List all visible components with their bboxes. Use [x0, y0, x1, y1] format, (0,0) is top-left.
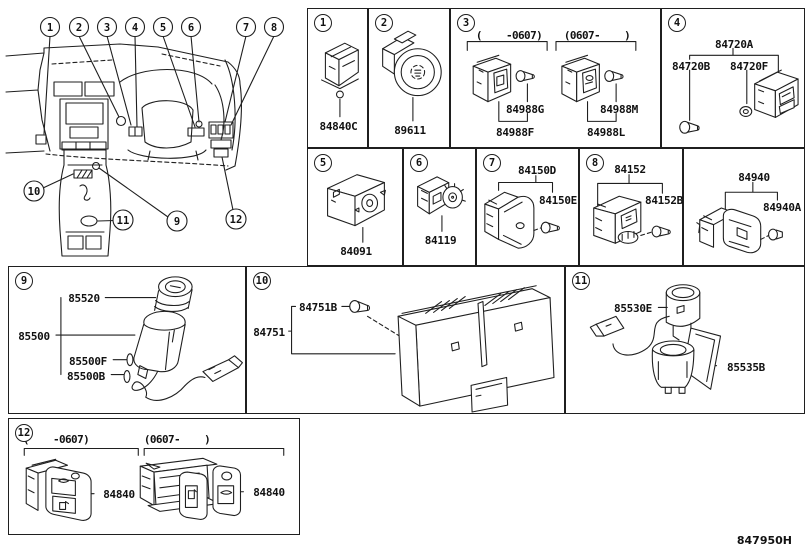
- part-number-84988G: 84988G: [506, 103, 544, 116]
- cell-9: 9 85520 85500 85500F 85500B: [8, 266, 246, 414]
- svg-text:8: 8: [271, 22, 277, 34]
- part-number-85500F: 85500F: [69, 355, 107, 368]
- cell-8: 8 84152 84152B: [579, 148, 683, 266]
- svg-text:2: 2: [76, 22, 82, 34]
- cell-7-part-drawing: [484, 175, 560, 249]
- cell-3: 3 ( -0607) (0607- ): [450, 8, 661, 148]
- cell-8-part-drawing: [593, 174, 671, 244]
- cell-2-part-drawing: [382, 30, 442, 122]
- diagram-code: 847950H: [736, 534, 792, 547]
- part-number-84751B: 84751B: [299, 301, 337, 314]
- part-number-84150E: 84150E: [539, 194, 577, 207]
- part-number-84720B: 84720B: [672, 60, 710, 73]
- cell-9-part-drawing: [55, 276, 243, 401]
- cell-6: 6 84119: [403, 148, 476, 266]
- part-number-84988F: 84988F: [496, 126, 534, 139]
- part-number-84940A: 84940A: [763, 201, 801, 214]
- part-number-84152: 84152: [614, 163, 646, 176]
- cell-2-number: 2: [375, 14, 393, 32]
- svg-text:10: 10: [28, 186, 41, 198]
- part-number-84751: 84751: [253, 326, 285, 339]
- svg-text:7: 7: [243, 22, 249, 34]
- date-range-late: (0607- ): [143, 433, 211, 446]
- part-number-89611: 89611: [394, 124, 426, 137]
- cell-6-part-drawing: [417, 176, 466, 232]
- svg-text:1: 1: [47, 22, 53, 34]
- svg-text:6: 6: [188, 22, 194, 34]
- cell-84940: 84940 84940A: [683, 148, 805, 266]
- svg-text:3: 3: [104, 22, 110, 34]
- part-number-85520: 85520: [68, 292, 100, 305]
- svg-text:4: 4: [132, 22, 138, 34]
- cell-10: 10 84751B 84751: [246, 266, 565, 414]
- svg-text:11: 11: [117, 215, 130, 227]
- cell-11-part-drawing: [589, 284, 722, 394]
- part-number-85530E: 85530E: [614, 302, 652, 315]
- cell-10-part-drawing: [288, 285, 555, 413]
- cell-7: 7 84150D 84150E: [476, 148, 579, 266]
- cell-12-number: 12: [15, 424, 33, 442]
- cell-4: 4 84720A 84720B 84720F: [661, 8, 805, 148]
- cell-5-part-drawing: [327, 174, 386, 243]
- part-number-84988L: 84988L: [587, 126, 625, 139]
- part-number-84840-late: 84840: [253, 486, 285, 499]
- cell-84940-part-drawing: [696, 181, 783, 254]
- cell-12: 12 ( -0607) (0607- ): [8, 418, 300, 535]
- part-number-85500B: 85500B: [67, 370, 105, 383]
- part-number-84152B: 84152B: [645, 194, 683, 207]
- dashboard-callouts: 1 2 3 4 5 6 7 8 9 10 11 12: [23, 16, 285, 232]
- part-number-85500: 85500: [18, 330, 50, 343]
- cell-1-part-drawing: [321, 42, 359, 118]
- cell-4-part-drawing: [679, 47, 799, 134]
- cell-12-part-drawing: [23, 447, 285, 521]
- date-range-early: ( -0607): [475, 29, 543, 42]
- part-number-84119: 84119: [424, 234, 457, 247]
- dashboard-location-drawing: 1 2 3 4 5 6 7 8 9 10 11 12: [5, 16, 285, 257]
- part-number-84091: 84091: [340, 245, 372, 258]
- svg-text:5: 5: [160, 22, 166, 34]
- cell-11: 11 85530E 85535B: [565, 266, 805, 414]
- cell-5-number: 5: [314, 154, 332, 172]
- cell-9-number: 9: [15, 272, 33, 290]
- cell-6-number: 6: [410, 154, 428, 172]
- cell-4-number: 4: [668, 14, 686, 32]
- part-number-84720F: 84720F: [730, 60, 768, 73]
- cell-7-number: 7: [483, 154, 501, 172]
- cell-2: 2 89611: [368, 8, 450, 148]
- part-number-84840-early: 84840: [103, 488, 135, 501]
- part-number-84840C: 84840C: [319, 120, 358, 133]
- cell-10-number: 10: [253, 272, 271, 290]
- part-number-85535B: 85535B: [727, 361, 765, 374]
- part-number-84150D: 84150D: [518, 164, 556, 177]
- cell-5: 5 84091: [307, 148, 403, 266]
- part-number-84988M: 84988M: [600, 103, 638, 116]
- cell-3-number: 3: [457, 14, 475, 32]
- date-range-late: (0607- ): [563, 29, 631, 42]
- callout-leader-lines: [42, 35, 275, 222]
- cell-11-number: 11: [572, 272, 590, 290]
- part-number-84720A: 84720A: [715, 38, 753, 51]
- cell-8-number: 8: [586, 154, 604, 172]
- cell-1: 1 84840C: [307, 8, 368, 148]
- cell-1-number: 1: [314, 14, 332, 32]
- svg-text:9: 9: [174, 216, 180, 228]
- part-number-84940: 84940: [738, 171, 770, 184]
- svg-text:12: 12: [230, 214, 243, 226]
- cell-3-part-drawing: [466, 40, 637, 122]
